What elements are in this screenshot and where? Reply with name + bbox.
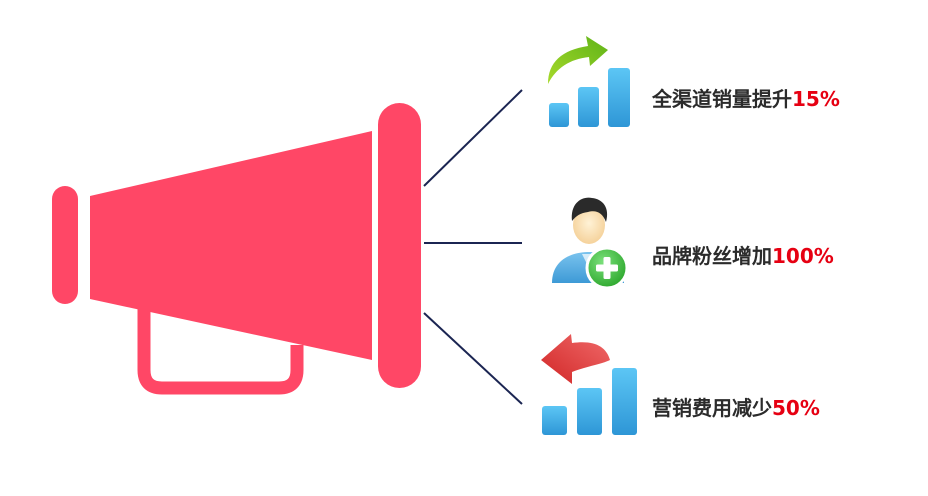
item-value-3: 50% — [772, 396, 820, 420]
add-user-icon — [552, 197, 629, 290]
connector-line-top — [423, 89, 523, 187]
item-value-1: 15% — [792, 87, 840, 111]
item-label-2: 品牌粉丝增加100% — [652, 244, 834, 268]
bar-chart-up-arrow-icon — [548, 36, 630, 127]
item-text-2: 品牌粉丝增加 — [652, 244, 772, 268]
connector-line-bottom — [423, 312, 523, 405]
item-label-3: 营销费用减少50% — [652, 396, 820, 420]
item-value-2: 100% — [772, 244, 834, 268]
item-label-1: 全渠道销量提升15% — [652, 87, 840, 111]
item-text-1: 全渠道销量提升 — [652, 87, 792, 111]
bar-chart-down-arrow-icon — [541, 334, 637, 435]
connector-lines — [423, 89, 523, 405]
item-text-3: 营销费用减少 — [652, 396, 772, 420]
megaphone-icon — [52, 103, 421, 395]
